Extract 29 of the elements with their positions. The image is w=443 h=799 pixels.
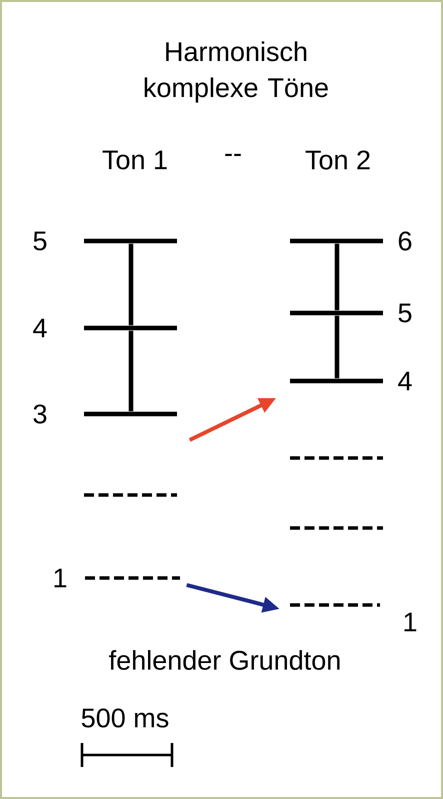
harmonic-number: 6 (398, 231, 412, 251)
stem-line (128, 244, 134, 326)
harmonic-number: 4 (398, 372, 412, 390)
label: Ton 1 (102, 150, 167, 170)
title: Harmonisch komplexe Töne (144, 41, 328, 103)
stem-line (334, 244, 340, 310)
stem-line (128, 330, 134, 412)
level-line (84, 326, 177, 330)
level-line (84, 238, 177, 244)
stem-line (334, 316, 340, 378)
harmonic-number: 1 (404, 612, 416, 632)
harmonic-number: 1 (54, 568, 66, 588)
dashed-level-line (84, 493, 177, 497)
harmonic-number: 5 (398, 304, 412, 322)
label: 500 ms (82, 708, 168, 728)
dashed-level-line (290, 603, 380, 607)
harmonic-number: 5 (34, 232, 46, 250)
level-line (290, 310, 383, 316)
harmonic-number: 3 (34, 404, 46, 424)
level-line (290, 238, 383, 244)
harmonic-number: 4 (33, 318, 47, 338)
dashed-level-line (290, 456, 383, 460)
dashed-level-line (290, 526, 383, 530)
level-line (290, 378, 383, 384)
label: Ton 2 (306, 150, 370, 170)
label: -- (225, 154, 241, 156)
dashed-level-line (85, 576, 180, 580)
label: fehlender Grundton (109, 650, 340, 670)
level-line (84, 412, 177, 416)
